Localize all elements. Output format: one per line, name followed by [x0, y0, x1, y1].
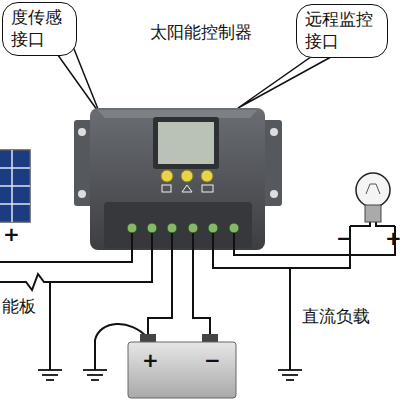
bulb: [356, 173, 390, 222]
callout-text: 远程监控 接口: [305, 8, 376, 52]
callout-tail: [238, 52, 340, 108]
polarity-sign: +: [142, 350, 159, 370]
controller: [74, 108, 282, 250]
callout-text: 度传感 接口: [11, 6, 65, 50]
polarity-sign: −: [336, 228, 353, 248]
solar-panel: [0, 150, 30, 222]
part-label: 直流负载: [302, 306, 370, 326]
polarity-sign: +: [3, 224, 20, 244]
polarity-sign: −: [204, 350, 221, 370]
callout-bubble: 度传感 接口: [2, 2, 77, 56]
part-label: 能板: [2, 296, 36, 316]
part-label: 太阳能控制器: [150, 22, 252, 42]
battery: [128, 334, 236, 398]
callout-bubble: 远程监控 接口: [296, 4, 388, 58]
polarity-sign: +: [385, 228, 402, 248]
